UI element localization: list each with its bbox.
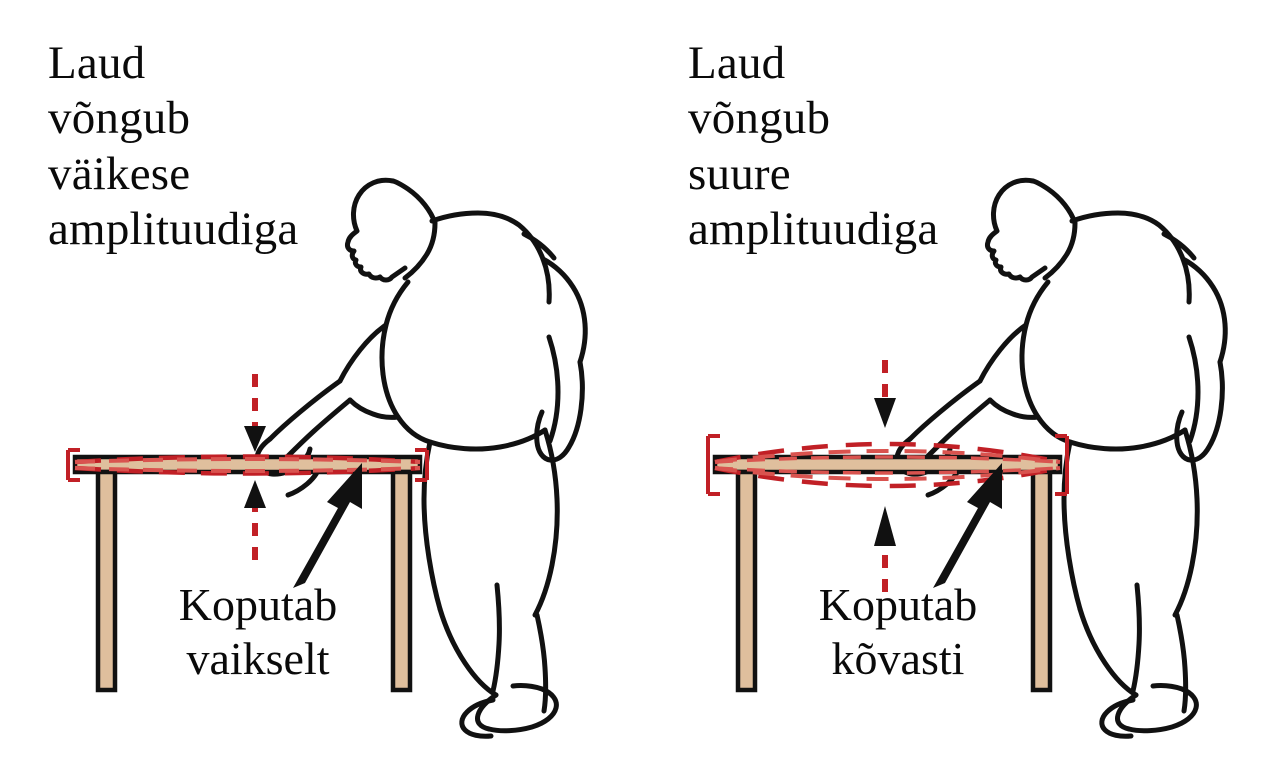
vibration-curves-small	[66, 448, 429, 482]
red-dashed-down-arrow-icon	[244, 374, 266, 452]
red-dashed-down-arrow-icon	[874, 360, 896, 428]
panel-note-small-amplitude: Koputab vaikselt	[178, 579, 338, 685]
panel-note-large-amplitude: Koputab kõvasti	[818, 579, 978, 685]
scene-small-amplitude	[66, 177, 588, 739]
scene-large-amplitude	[706, 177, 1228, 739]
panel-large-amplitude: Laud võngub suure amplituudiga	[640, 0, 1280, 757]
panel-heading-small-amplitude: Laud võngub väikese amplituudiga	[48, 37, 299, 256]
panel-small-amplitude: Laud võngub väikese amplituudiga	[48, 37, 588, 739]
pointer-arrow-icon	[933, 463, 1002, 588]
pointer-arrow-icon	[293, 463, 362, 588]
red-dashed-up-arrow-icon	[874, 506, 896, 592]
panel-heading-large-amplitude: Laud võngub suure amplituudiga	[688, 37, 939, 256]
vibration-curves-large	[706, 434, 1069, 496]
person-tapping-table-icon	[894, 177, 1228, 739]
table-icon	[712, 454, 1063, 693]
red-dashed-up-arrow-icon	[244, 480, 266, 560]
